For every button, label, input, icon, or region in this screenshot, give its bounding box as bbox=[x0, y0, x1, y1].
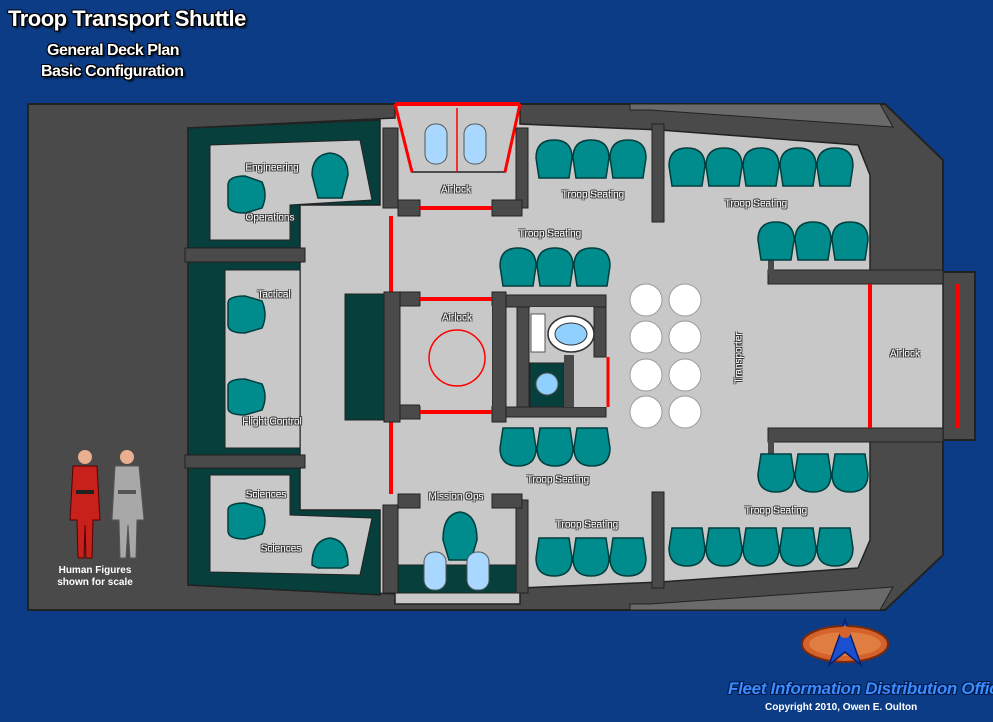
sink bbox=[535, 372, 559, 396]
mission-ops-seat bbox=[442, 511, 478, 561]
transporter-pad bbox=[668, 358, 702, 392]
troop-seat bbox=[705, 147, 743, 187]
transporter-pad bbox=[629, 283, 663, 317]
room-label-transporter: Transporter bbox=[733, 332, 745, 384]
room-label-operations: Operations bbox=[245, 212, 295, 224]
airlock-pad bbox=[428, 329, 486, 387]
page-subtitle-config: Basic Configuration bbox=[41, 63, 184, 80]
room-label-flight-control: Flight Control bbox=[242, 416, 302, 428]
room-label-troop-seating: Troop Seating bbox=[555, 519, 619, 531]
troop-seat bbox=[779, 147, 817, 187]
room-label-sciences-2: Sciences bbox=[260, 543, 302, 555]
troop-seat bbox=[535, 139, 573, 179]
room-label-troop-seating: Troop Seating bbox=[744, 505, 808, 517]
troop-seat bbox=[668, 527, 706, 567]
troop-seat bbox=[757, 221, 795, 261]
troop-seat bbox=[816, 147, 854, 187]
human-figure-red bbox=[69, 450, 101, 559]
room-label-airlock-right: Airlock bbox=[889, 348, 921, 360]
transporter-pad bbox=[629, 320, 663, 354]
room-label-airlock-top: Airlock bbox=[440, 184, 472, 196]
troop-seat bbox=[757, 453, 795, 493]
office-name: Fleet Information Distribution Office bbox=[728, 679, 993, 698]
room-label-tactical: Tactical bbox=[257, 289, 291, 301]
room-label-sciences: Sciences bbox=[245, 489, 287, 501]
troop-seat bbox=[499, 427, 537, 467]
troop-seat bbox=[535, 537, 573, 577]
troop-seat bbox=[572, 537, 610, 577]
room-label-troop-seating: Troop Seating bbox=[561, 189, 625, 201]
troop-seat bbox=[609, 139, 647, 179]
scale-note-line1: Human Figures bbox=[58, 565, 132, 576]
transporter-pad bbox=[668, 395, 702, 429]
bridge-seat bbox=[227, 175, 266, 214]
copyright: Copyright 2010, Owen E. Oulton bbox=[765, 702, 918, 713]
room-label-mission-ops: Mission Ops bbox=[428, 491, 484, 503]
scale-note: Human Figures shown for scale bbox=[50, 565, 140, 589]
bridge-seat bbox=[227, 502, 266, 540]
room-label-troop-seating: Troop Seating bbox=[526, 474, 590, 486]
troop-seat bbox=[536, 427, 574, 467]
scale-note-line2: shown for scale bbox=[57, 577, 133, 588]
troop-seat bbox=[831, 221, 869, 261]
troop-seat bbox=[499, 247, 537, 287]
transporter-pad bbox=[629, 395, 663, 429]
troop-seat bbox=[779, 527, 817, 567]
troop-seat bbox=[536, 247, 574, 287]
transporter-pad bbox=[668, 320, 702, 354]
transporter-pad bbox=[668, 283, 702, 317]
room-label-airlock-center: Airlock bbox=[441, 312, 473, 324]
troop-seat bbox=[816, 527, 854, 567]
transporter-pads bbox=[629, 283, 702, 429]
room-label-troop-seating: Troop Seating bbox=[724, 198, 788, 210]
fido-logo bbox=[801, 617, 889, 668]
troop-seat bbox=[668, 147, 706, 187]
troop-seat bbox=[831, 453, 869, 493]
troop-seat bbox=[705, 527, 743, 567]
troop-seat bbox=[742, 527, 780, 567]
troop-seat bbox=[573, 427, 611, 467]
room-label-troop-seating: Troop Seating bbox=[518, 228, 582, 240]
troop-seat bbox=[794, 221, 832, 261]
troop-seat bbox=[572, 139, 610, 179]
room-label-engineering: Engineering bbox=[245, 162, 299, 174]
troop-seat bbox=[609, 537, 647, 577]
bridge-seat bbox=[227, 295, 266, 334]
troop-seat bbox=[573, 247, 611, 287]
human-figure-grey bbox=[111, 450, 145, 559]
page-subtitle: General Deck Plan bbox=[47, 42, 180, 59]
bridge-seat bbox=[311, 537, 349, 569]
troop-seat bbox=[794, 453, 832, 493]
transporter-pad bbox=[629, 358, 663, 392]
bridge-seat bbox=[311, 152, 349, 199]
bridge-seat bbox=[227, 378, 266, 416]
page-title: Troop Transport Shuttle bbox=[8, 6, 246, 31]
troop-seat bbox=[742, 147, 780, 187]
